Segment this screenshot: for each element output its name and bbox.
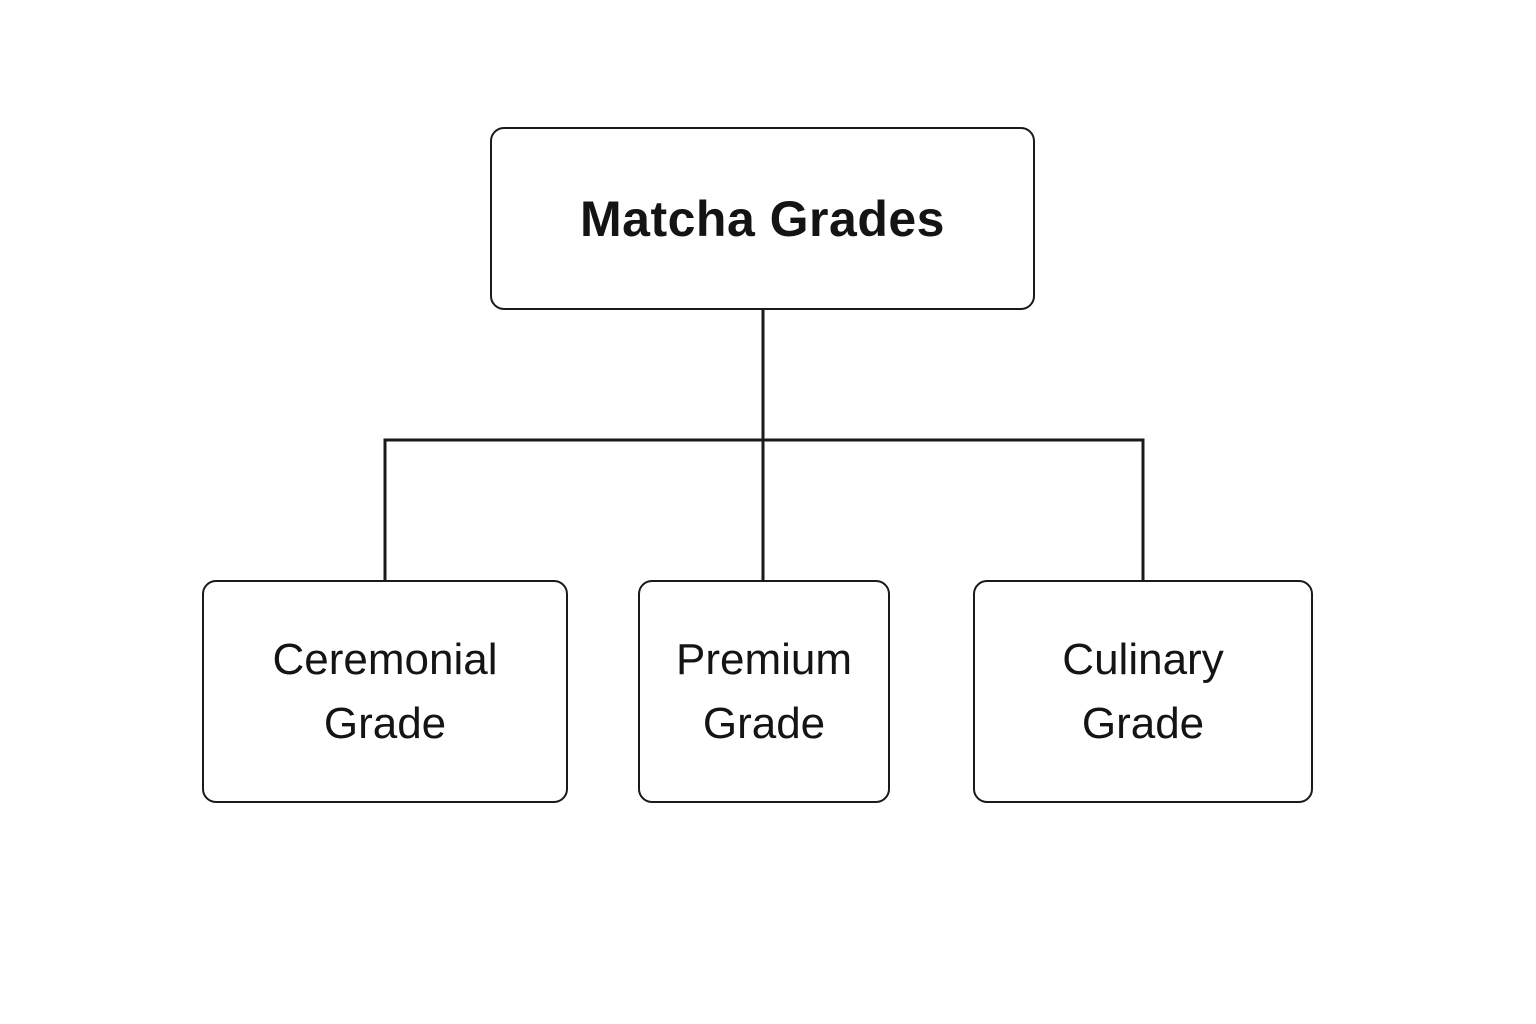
node-premium-grade: Premium Grade xyxy=(638,580,890,803)
connector-branch-left-right xyxy=(383,438,1145,582)
node-premium-grade-label: Premium Grade xyxy=(675,634,853,748)
node-ceremonial-grade-label: Ceremonial Grade xyxy=(272,634,498,748)
node-ceremonial-grade: Ceremonial Grade xyxy=(202,580,568,803)
node-matcha-grades-label: Matcha Grades xyxy=(580,190,945,247)
node-culinary-grade-label: Culinary Grade xyxy=(1062,634,1224,748)
node-matcha-grades: Matcha Grades xyxy=(490,127,1035,310)
node-culinary-grade: Culinary Grade xyxy=(973,580,1313,803)
